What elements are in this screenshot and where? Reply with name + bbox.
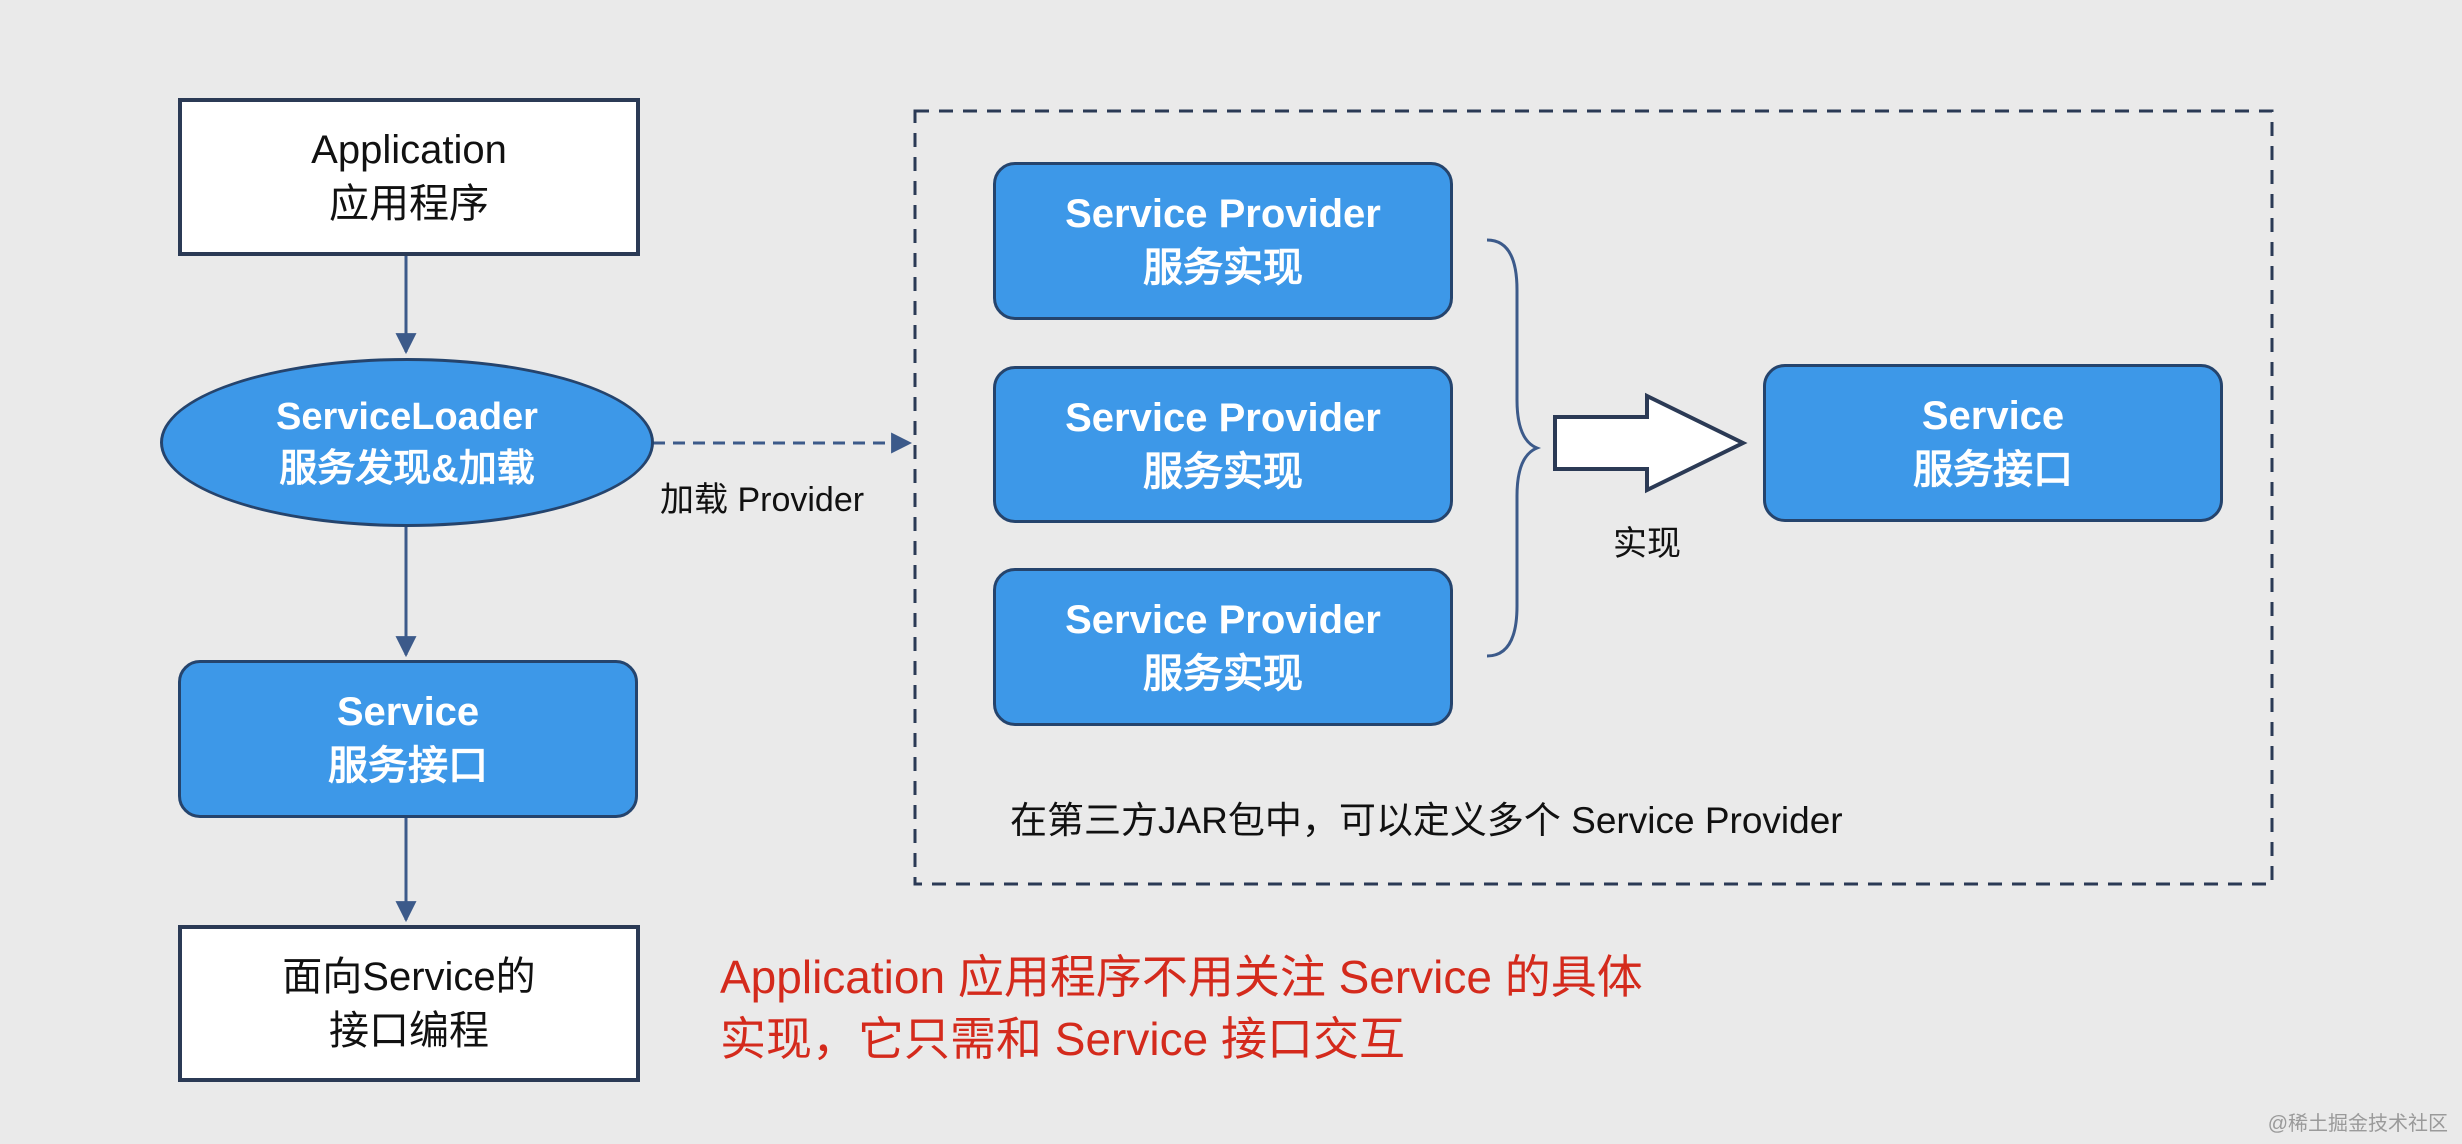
third-party-caption: 在第三方JAR包中，可以定义多个 Service Provider <box>1010 800 1843 841</box>
note-line-1: Application 应用程序不用关注 Service 的具体 <box>720 951 1643 1003</box>
third-party-jar-container <box>913 109 2274 886</box>
service-loader-title: ServiceLoader <box>276 395 538 438</box>
service-provider-box-1: Service Provider 服务实现 <box>993 162 1453 320</box>
service-loader-subtitle: 服务发现&加载 <box>279 447 535 490</box>
service-subtitle: 服务接口 <box>328 744 488 788</box>
implement-arrow-icon <box>1553 392 1748 494</box>
service-provider-subtitle: 服务实现 <box>1143 246 1303 290</box>
service-title: Service <box>1921 394 2065 438</box>
interface-programming-line1: 面向Service的 <box>282 954 536 999</box>
service-interface-box: Service 服务接口 <box>178 660 638 818</box>
application-title: Application <box>311 128 507 172</box>
interface-programming-box: 面向Service的 接口编程 <box>178 925 640 1082</box>
service-subtitle: 服务接口 <box>1913 448 2073 492</box>
service-interface-box-right: Service 服务接口 <box>1763 364 2223 522</box>
service-provider-subtitle: 服务实现 <box>1143 652 1303 696</box>
application-box: Application 应用程序 <box>178 98 640 256</box>
providers-brace <box>1486 238 1542 658</box>
service-provider-subtitle: 服务实现 <box>1143 449 1303 494</box>
service-provider-title: Service Provider <box>1065 395 1381 440</box>
note-line-2: 实现，它只需和 Service 接口交互 <box>720 1013 1405 1065</box>
service-provider-title: Service Provider <box>1065 192 1381 236</box>
service-provider-box-3: Service Provider 服务实现 <box>993 568 1453 726</box>
service-title: Service <box>336 690 480 734</box>
service-loader-oval: ServiceLoader 服务发现&加载 <box>160 358 654 527</box>
load-provider-label: 加载 Provider <box>660 481 865 519</box>
implement-label: 实现 <box>1613 525 1681 563</box>
service-provider-title: Service Provider <box>1065 598 1381 642</box>
interface-programming-line2: 接口编程 <box>329 1008 489 1053</box>
watermark: @稀土掘金技术社区 <box>2267 1113 2448 1135</box>
application-subtitle: 应用程序 <box>329 182 489 226</box>
service-provider-box-2: Service Provider 服务实现 <box>993 366 1453 523</box>
